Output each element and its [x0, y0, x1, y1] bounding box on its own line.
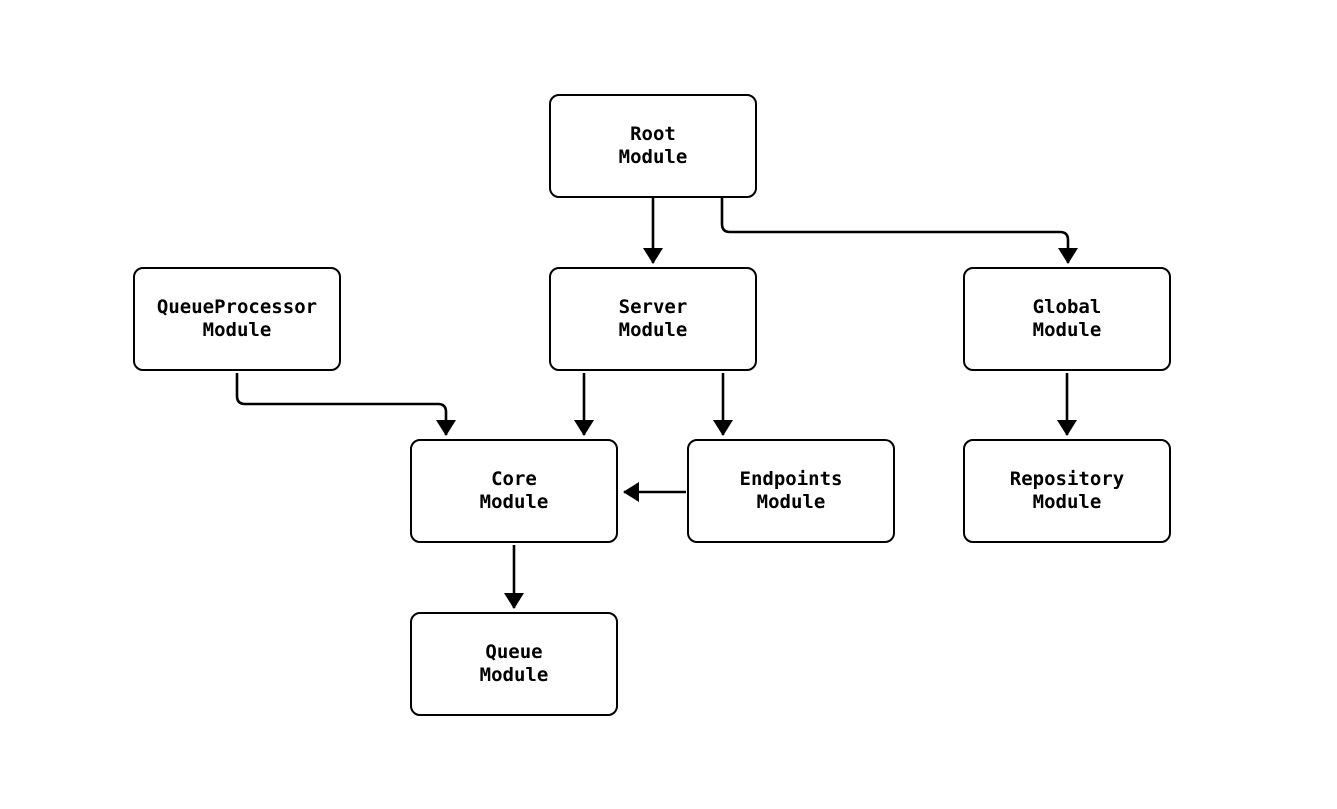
node-label-line: Module	[1032, 491, 1102, 513]
node-label-line: Global	[1032, 296, 1102, 318]
node-label-line: Module	[756, 491, 826, 513]
edge-root-to-global	[720, 198, 1078, 264]
node-server-module: Server Module	[549, 267, 757, 371]
node-label-line: Server	[618, 296, 688, 318]
node-label-line: Module	[202, 319, 272, 341]
node-global-module: Global Module	[963, 267, 1171, 371]
node-core-module: Core Module	[410, 439, 618, 543]
node-label-line: Module	[618, 146, 688, 168]
node-label-line: Queue	[485, 641, 543, 663]
node-label-line: Repository	[1009, 468, 1125, 490]
edge-queueprocessor-to-core	[235, 373, 456, 436]
node-label-line: Module	[479, 664, 549, 686]
node-label-line: Root	[630, 123, 676, 145]
node-label-line: Module	[1032, 319, 1102, 341]
node-label-line: Module	[479, 491, 549, 513]
node-queueprocessor-module: QueueProcessor Module	[133, 267, 341, 371]
node-endpoints-module: Endpoints Module	[687, 439, 895, 543]
node-label-line: Endpoints	[739, 468, 843, 490]
node-repository-module: Repository Module	[963, 439, 1171, 543]
node-label-line: QueueProcessor	[156, 296, 318, 318]
node-label-line: Core	[491, 468, 537, 490]
node-label-line: Module	[618, 319, 688, 341]
node-root-module: Root Module	[549, 94, 757, 198]
node-queue-module: Queue Module	[410, 612, 618, 716]
